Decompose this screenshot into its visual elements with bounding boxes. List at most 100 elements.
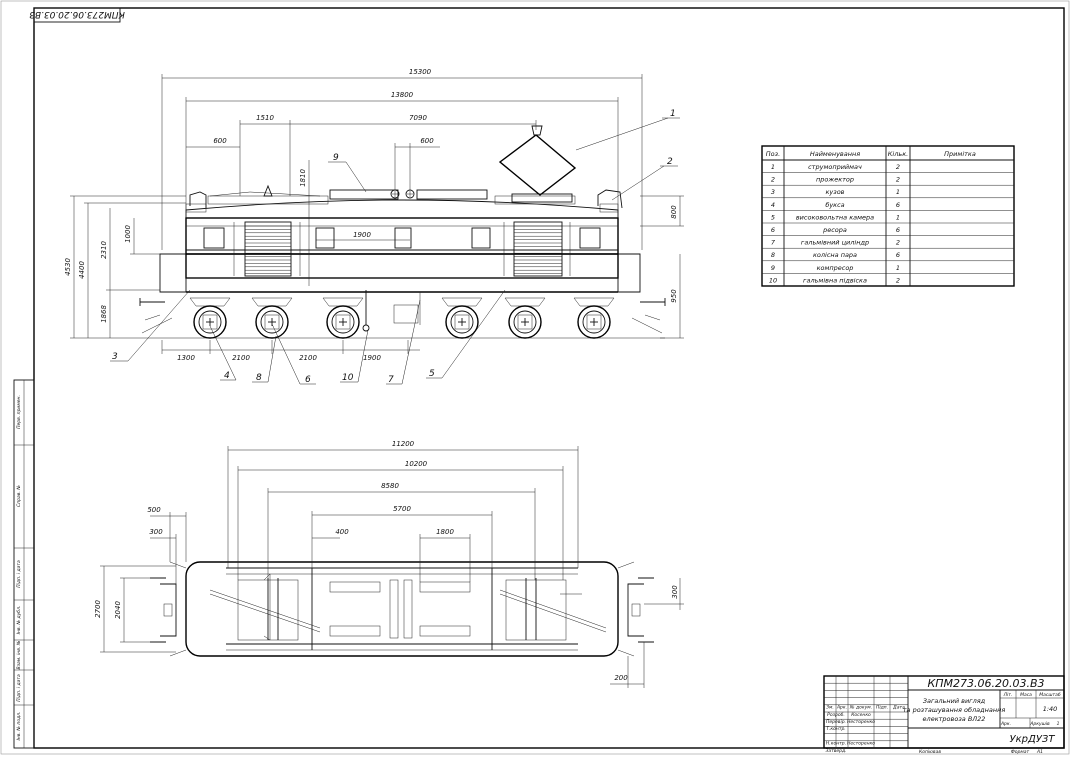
dim-b1300: 1300 [177, 354, 195, 362]
corner-stamp-text: КПМ273.06.20.03.В3 [29, 9, 125, 19]
dim-600a: 600 [213, 137, 227, 145]
wheel [441, 297, 483, 339]
dim-300r: 300 [671, 585, 679, 599]
strip-label: Підп. і дата [16, 560, 22, 588]
table-cell: 3 [771, 188, 775, 196]
plan-body [185, 561, 619, 657]
callout-5: 5 [429, 369, 435, 379]
table-cell: 5 [771, 213, 775, 221]
table-cell: 2 [896, 239, 900, 247]
wheel [251, 297, 293, 339]
tb-header: Дата [892, 705, 905, 711]
pantograph [498, 125, 577, 203]
dim-b2100b: 2100 [299, 354, 317, 362]
table-cell: 6 [896, 251, 900, 259]
table-cell: 2 [896, 163, 900, 171]
tb-role: Перевір. [826, 719, 846, 725]
tb-header: № докум. [849, 705, 872, 711]
title-block: Зм.Арк.№ докум.Підп.ДатаРозроб.КосенкоПе… [823, 675, 1065, 755]
dim-h4530: 4530 [64, 258, 72, 276]
dim-500: 500 [147, 506, 161, 514]
callout-6: 6 [305, 375, 311, 385]
left-strip: Перв. примен. Справ. № Підп. і дата Інв.… [13, 379, 35, 749]
table-cell: 2 [896, 176, 900, 184]
wheelsets [189, 297, 615, 339]
strip-label: Підп. і дата [16, 674, 22, 702]
table-cell: 1 [896, 213, 900, 221]
wheel [189, 297, 231, 339]
window [203, 227, 225, 249]
callout-2: 2 [667, 157, 673, 167]
table-cell: 7 [771, 239, 776, 247]
table-cell: 10 [769, 276, 777, 284]
table-cell: 9 [771, 264, 775, 272]
table-header: Примітка [944, 150, 976, 158]
table-cell: 1 [771, 163, 775, 171]
sheet-label: Арк. [1000, 721, 1011, 727]
table-cell: прожектор [816, 176, 854, 184]
side-view: 15300 13800 1510 7090 600 600 1810 1900 [64, 68, 684, 385]
corner-stamp: КПМ273.06.20.03.В3 [29, 7, 125, 23]
strip-label: Взам. інв. № [16, 640, 22, 669]
table-cell: кузов [825, 188, 844, 196]
drawing-frame [33, 7, 1065, 749]
strip-label: Перв. примен. [16, 395, 22, 429]
table-cell: ресора [822, 226, 847, 234]
callout-8: 8 [256, 373, 262, 383]
side-dimensions: 15300 13800 1510 7090 600 600 1810 1900 [64, 68, 684, 362]
callout-7: 7 [388, 375, 394, 385]
dim-b1900: 1900 [363, 354, 381, 362]
tb-person: Косенко [851, 712, 871, 718]
tb-header: Зм. [826, 705, 834, 711]
table-header: Найменування [810, 150, 860, 158]
tb-role: Н.контр. [826, 741, 846, 747]
dim-300: 300 [149, 528, 163, 536]
format-label: Формат [1011, 749, 1030, 755]
dim-2700: 2700 [94, 600, 102, 618]
table-cell: 2 [896, 276, 900, 284]
sheets-value: 1 [1057, 721, 1060, 727]
table-header: Кільк. [888, 150, 908, 158]
table-cell: колісна пара [813, 251, 857, 259]
mass-label: Маса [1020, 692, 1032, 698]
sheets-label: Аркушів [1029, 721, 1050, 727]
louver-grille [244, 221, 563, 277]
dim-h2310: 2310 [100, 241, 108, 259]
callout-9: 9 [333, 153, 339, 163]
strip-label: Інв. № дубл. [16, 606, 22, 635]
dim-h800: 800 [670, 205, 678, 219]
title-line: електровоза ВЛ22 [923, 715, 986, 723]
table-cell: 1 [896, 264, 900, 272]
scale-label: Масштаб [1039, 692, 1061, 698]
table-cell: 6 [771, 226, 775, 234]
dim-1800: 1800 [436, 528, 454, 536]
tb-header: Підп. [876, 705, 888, 711]
dim-1510: 1510 [256, 114, 274, 122]
lit-label: Літ. [1003, 692, 1013, 698]
callout-3: 3 [112, 352, 118, 362]
callouts: 1 2 3 4 5 6 7 8 9 10 [110, 109, 680, 385]
dim-h1000: 1000 [124, 225, 132, 243]
table-cell: високовольтна камера [796, 213, 874, 221]
format-value: А1 [1036, 749, 1043, 755]
table-cell: 8 [771, 251, 775, 259]
strip-label: Справ. № [16, 485, 22, 507]
table-cell: гальмівний циліндр [801, 239, 869, 247]
dim-10200: 10200 [405, 460, 428, 468]
wheel [573, 297, 615, 339]
tb-role: Затверд. [825, 748, 846, 754]
plan-dimensions: 11200 10200 8580 5700 500 300 400 [94, 440, 684, 688]
dim-body: 13800 [391, 91, 414, 99]
designation: КПМ273.06.20.03.В3 [927, 677, 1044, 690]
callout-4: 4 [224, 371, 230, 381]
table-cell: 4 [771, 201, 775, 209]
dim-5700: 5700 [393, 505, 411, 513]
table-header: Поз. [766, 150, 780, 158]
dim-11200: 11200 [392, 440, 415, 448]
callout-1: 1 [670, 109, 676, 119]
table-cell: струмоприймач [808, 163, 862, 171]
